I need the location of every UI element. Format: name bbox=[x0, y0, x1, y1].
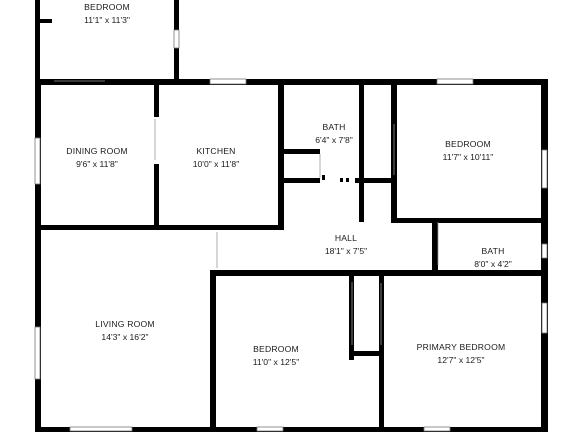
room-hall: HALL 18'1" x 7'5" bbox=[325, 232, 367, 258]
room-dimensions: 10'0" x 11'8" bbox=[192, 159, 240, 169]
room-dimensions: 14'3" x 16'2" bbox=[101, 332, 149, 342]
windows bbox=[34, 29, 548, 432]
room-name: DINING ROOM bbox=[66, 146, 128, 156]
room-dining: DINING ROOM 9'6" x 11'8" bbox=[66, 145, 127, 171]
room-bath-1: BATH 6'4" x 7'8" bbox=[315, 121, 353, 147]
room-dimensions: 6'4" x 7'8" bbox=[315, 135, 353, 145]
room-bath-2: BATH 8'0" x 4'2" bbox=[474, 245, 512, 271]
fixture-marks bbox=[322, 175, 349, 182]
room-name: BEDROOM bbox=[253, 344, 299, 354]
room-dimensions: 11'7" x 10'11" bbox=[442, 152, 494, 162]
room-name: HALL bbox=[334, 233, 358, 243]
room-dimensions: 11'0" x 12'5" bbox=[252, 357, 300, 367]
room-name: BEDROOM bbox=[445, 139, 491, 149]
room-dimensions: 11'1" x 11'3" bbox=[84, 15, 130, 25]
room-primary-bedroom: PRIMARY BEDROOM 12'7" x 12'5" bbox=[417, 341, 506, 367]
room-name: PRIMARY BEDROOM bbox=[416, 342, 506, 352]
doors bbox=[54, 80, 439, 345]
room-name: LIVING ROOM bbox=[95, 319, 155, 329]
room-bedroom-right: BEDROOM 11'7" x 10'11" bbox=[443, 138, 494, 164]
room-name: BATH bbox=[481, 246, 505, 256]
room-dimensions: 18'1" x 7'5" bbox=[324, 246, 368, 256]
room-dimensions: 8'0" x 4'2" bbox=[474, 259, 512, 269]
room-name: KITCHEN bbox=[196, 146, 236, 156]
room-kitchen: KITCHEN 10'0" x 11'8" bbox=[193, 145, 240, 171]
room-bedroom-top: BEDROOM 11'1" x 11'3" bbox=[84, 1, 130, 27]
room-dimensions: 9'6" x 11'8" bbox=[76, 159, 118, 169]
room-name: BATH bbox=[322, 122, 346, 132]
room-name: BEDROOM bbox=[84, 2, 130, 12]
room-dimensions: 12'7" x 12'5" bbox=[437, 355, 485, 365]
room-bedroom-mid: BEDROOM 11'0" x 12'5" bbox=[253, 343, 300, 369]
room-living: LIVING ROOM 14'3" x 16'2" bbox=[95, 318, 155, 344]
